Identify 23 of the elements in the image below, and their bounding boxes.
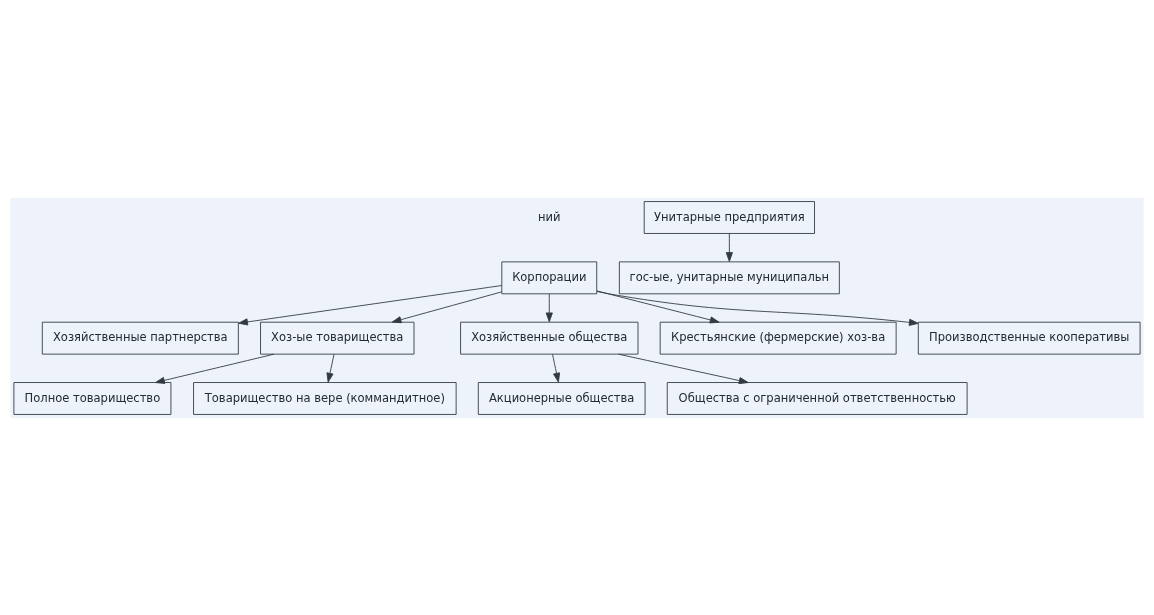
arrow bbox=[238, 284, 502, 325]
arrow bbox=[155, 353, 275, 384]
node-box: Общества с ограниченной ответственностью bbox=[666, 381, 968, 415]
node-box: Крестьянские (фермерские) хоз-ва bbox=[659, 321, 897, 355]
node-box: Полное товарищество bbox=[13, 381, 172, 415]
node-box: Хозяйственные общества bbox=[460, 321, 639, 355]
arrow bbox=[552, 353, 561, 383]
arrow bbox=[618, 353, 749, 384]
arrow bbox=[391, 290, 503, 323]
node-box: Корпорации bbox=[501, 260, 598, 294]
label: ний bbox=[538, 209, 561, 224]
arrow bbox=[725, 232, 733, 262]
arrow bbox=[596, 290, 919, 326]
arrow bbox=[596, 290, 720, 323]
arrow bbox=[545, 293, 553, 322]
node-box: Хоз-ые товарищества bbox=[260, 321, 415, 355]
node-box: гос-ые, унитарные муниципальн bbox=[618, 260, 840, 294]
node-box: Акционерные общества bbox=[477, 381, 646, 415]
node-box: Товарищество на вере (коммандитное) bbox=[193, 381, 457, 415]
node-box: Производственные кооперативы bbox=[917, 321, 1141, 355]
arrow bbox=[326, 353, 335, 383]
node-box: Хозяйственные партнерства bbox=[41, 321, 239, 355]
node-box: Унитарные предприятия bbox=[643, 200, 815, 234]
